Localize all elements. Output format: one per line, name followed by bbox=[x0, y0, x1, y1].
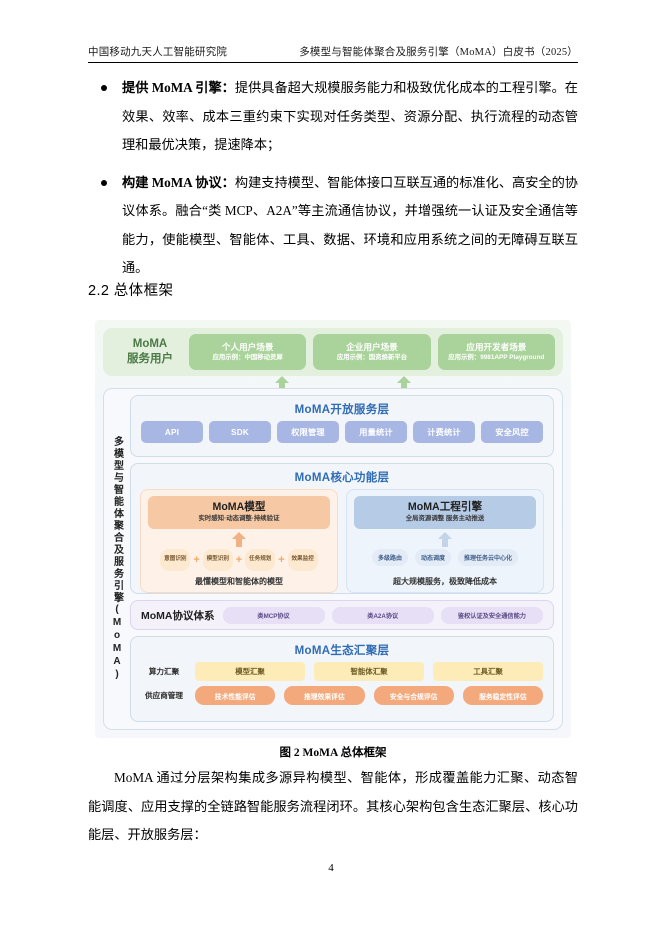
pill-decentralized-inference: 推理任务云中心化 bbox=[458, 549, 519, 566]
plus-icon: + bbox=[235, 553, 243, 566]
scene-example: 应用示例：中国移动灵犀 bbox=[212, 353, 283, 361]
eco-cell-service-stability-eval: 服务稳定性评估 bbox=[462, 686, 543, 705]
chip-mcp-protocol: 类MCP协议 bbox=[222, 606, 325, 624]
plus-icon: + bbox=[193, 553, 200, 566]
arrow-up-icon bbox=[437, 529, 453, 549]
scene-example: 应用示例：国资焕新平台 bbox=[336, 353, 408, 361]
body-content: 提供 MoMA 引擎：提供具备超大规模服务能力和极致优化成本的工程引擎。在效果、… bbox=[88, 74, 578, 292]
service-users-title-line1: MoMA bbox=[132, 338, 168, 350]
eco-row-label: 供应商管理 bbox=[145, 691, 183, 700]
core-function-layer: MoMA核心功能层 MoMA模型 实时感知·动态调整·持续验证 意图识 bbox=[130, 463, 554, 594]
header-rule bbox=[88, 62, 578, 63]
moma-vertical-label-text: 多模型与智能体聚合及服务引擎(MoMA) bbox=[111, 436, 123, 682]
open-service-layer-title: MoMA开放服务层 bbox=[294, 404, 390, 416]
section-heading: 2.2 总体框架 bbox=[88, 283, 174, 299]
eco-row-label: 算力汇聚 bbox=[148, 667, 180, 676]
header-left-text: 中国移动九天人工智能研究院 bbox=[88, 47, 228, 58]
chip-api: API bbox=[141, 421, 203, 443]
moma-vertical-label: 多模型与智能体聚合及服务引擎(MoMA) bbox=[104, 389, 130, 729]
list-item: 提供 MoMA 引擎：提供具备超大规模服务能力和极致优化成本的工程引擎。在效果、… bbox=[88, 74, 578, 160]
bullet-lead: 提供 MoMA 引擎： bbox=[122, 80, 235, 95]
bullet-list: 提供 MoMA 引擎：提供具备超大规模服务能力和极致优化成本的工程引擎。在效果、… bbox=[88, 74, 578, 283]
pill-intent-recognition: 意图识别 bbox=[160, 549, 191, 571]
eco-aggregation-layer: MoMA生态汇聚层 算力汇聚 模型汇聚 智能体汇聚 工具汇聚 供应商管理 技术性… bbox=[130, 636, 554, 722]
eco-cell-model-aggregation: 模型汇聚 bbox=[195, 662, 305, 681]
moma-model-title: MoMA模型 bbox=[212, 501, 266, 513]
header-right-text: 多模型与智能体聚合及服务引擎（MoMA）白皮书（2025） bbox=[299, 47, 578, 58]
bullet-text: 构建支持模型、智能体接口互联互通的标准化、高安全的协议体系。融合“类 MCP、A… bbox=[122, 174, 578, 276]
eco-cell-tool-aggregation: 工具汇聚 bbox=[433, 662, 543, 681]
eco-cell-agent-aggregation: 智能体汇聚 bbox=[314, 662, 424, 681]
scene-card-developer: 应用开发者场景 应用示例：9981APP Playground bbox=[437, 334, 555, 370]
eco-cell-security-compliance-eval: 安全与合规评估 bbox=[373, 686, 454, 705]
eco-row-capability: 算力汇聚 模型汇聚 智能体汇聚 工具汇聚 bbox=[131, 662, 553, 681]
chip-security-control: 安全风控 bbox=[481, 421, 543, 443]
pill-effect-monitoring: 效果监控 bbox=[287, 549, 318, 571]
core-cards-row: MoMA模型 实时感知·动态调整·持续验证 意图识别 + 模型识别 + bbox=[131, 489, 553, 593]
bullet-lead: 构建 MoMA 协议： bbox=[122, 174, 235, 190]
core-function-layer-title: MoMA核心功能层 bbox=[294, 472, 390, 484]
moma-engine-pill-row: 多级路由 动态调度 推理任务云中心化 bbox=[354, 549, 536, 566]
scene-name: 个人用户场景 bbox=[221, 341, 274, 352]
moma-model-footer: 最懂模型和智能体的模型 bbox=[195, 577, 283, 586]
moma-model-head: MoMA模型 实时感知·动态调整·持续验证 bbox=[148, 496, 330, 529]
chip-auth-security: 鉴权认证及安全通信能力 bbox=[440, 606, 544, 624]
service-users-band: MoMA 服务用户 个人用户场景 应用示例：中国移动灵犀 企业用户场景 应用示例… bbox=[103, 328, 563, 376]
open-service-layer: MoMA开放服务层 API SDK 权限管理 用量统计 计费统计 安全风控 bbox=[130, 395, 554, 457]
chip-permission: 权限管理 bbox=[277, 421, 339, 443]
moma-engine-head: MoMA工程引擎 全局资源调整 服务主动推送 bbox=[354, 496, 536, 529]
pill-multilevel-routing: 多级路由 bbox=[371, 549, 408, 566]
running-header: 中国移动九天人工智能研究院 多模型与智能体聚合及服务引擎（MoMA）白皮书（20… bbox=[88, 44, 578, 59]
eco-cells: 技术性能评估 推理效果评估 安全与合规评估 服务稳定性评估 bbox=[195, 686, 543, 705]
protocol-chip-row: 类MCP协议 类A2A协议 鉴权认证及安全通信能力 bbox=[222, 606, 544, 624]
moma-model-pill-row: 意图识别 + 模型识别 + 任务规划 + 效果监控 bbox=[148, 549, 330, 571]
eco-row-vendor: 供应商管理 技术性能评估 推理效果评估 安全与合规评估 服务稳定性评估 bbox=[131, 686, 553, 705]
body-paragraph: MoMA 通过分层架构集成多源异构模型、智能体，形成覆盖能力汇聚、动态智能调度、… bbox=[88, 770, 578, 842]
moma-engine-footer: 超大规模服务，极致降低成本 bbox=[393, 577, 497, 586]
scene-card-personal: 个人用户场景 应用示例：中国移动灵犀 bbox=[189, 334, 307, 370]
open-service-chip-row: API SDK 权限管理 用量统计 计费统计 安全风控 bbox=[131, 421, 553, 443]
scene-name: 应用开发者场景 bbox=[466, 341, 527, 352]
eco-cell-inference-effect-eval: 推理效果评估 bbox=[284, 686, 365, 705]
scene-name: 企业用户场景 bbox=[346, 341, 398, 352]
arrow-up-icon bbox=[395, 376, 413, 394]
eco-cell-tech-performance-eval: 技术性能评估 bbox=[195, 686, 276, 705]
pill-model-recognition: 模型识别 bbox=[202, 549, 233, 571]
pill-dynamic-scheduling: 动态调度 bbox=[414, 549, 451, 566]
arrow-up-icon bbox=[273, 376, 291, 394]
chip-usage-stats: 用量统计 bbox=[345, 421, 407, 443]
moma-engine-card: MoMA工程引擎 全局资源调整 服务主动推送 多级路由 动态调度 推理任务云中心… bbox=[346, 489, 544, 593]
eco-cells: 模型汇聚 智能体汇聚 工具汇聚 bbox=[195, 662, 543, 681]
chip-a2a-protocol: 类A2A协议 bbox=[331, 606, 434, 624]
architecture-diagram: MoMA 服务用户 个人用户场景 应用示例：中国移动灵犀 企业用户场景 应用示例… bbox=[95, 320, 571, 738]
list-item: 构建 MoMA 协议：构建支持模型、智能体接口互联互通的标准化、高安全的协议体系… bbox=[88, 169, 578, 283]
pill-task-planning: 任务规划 bbox=[245, 549, 276, 571]
arrow-up-icon bbox=[231, 529, 247, 549]
chip-sdk: SDK bbox=[209, 421, 271, 443]
service-users-title: MoMA 服务用户 bbox=[111, 337, 189, 367]
scene-row: 个人用户场景 应用示例：中国移动灵犀 企业用户场景 应用示例：国资焕新平台 应用… bbox=[189, 334, 555, 370]
scene-card-enterprise: 企业用户场景 应用示例：国资焕新平台 bbox=[313, 334, 431, 370]
moma-container: 多模型与智能体聚合及服务引擎(MoMA) MoMA开放服务层 API SDK 权… bbox=[103, 388, 563, 730]
page-number: 4 bbox=[328, 862, 334, 874]
protocol-layer: MoMA协议体系 类MCP协议 类A2A协议 鉴权认证及安全通信能力 bbox=[130, 600, 554, 630]
eco-aggregation-layer-title: MoMA生态汇聚层 bbox=[294, 645, 390, 657]
figure-caption: 图 2 MoMA 总体框架 bbox=[279, 747, 387, 759]
moma-engine-title: MoMA工程引擎 bbox=[407, 501, 483, 513]
service-users-title-line2: 服务用户 bbox=[127, 353, 173, 365]
plus-icon: + bbox=[278, 553, 285, 566]
moma-model-card: MoMA模型 实时感知·动态调整·持续验证 意图识别 + 模型识别 + bbox=[140, 489, 338, 593]
moma-engine-subtitle: 全局资源调整 服务主动推送 bbox=[405, 515, 485, 522]
moma-model-subtitle: 实时感知·动态调整·持续验证 bbox=[198, 515, 280, 522]
protocol-layer-title: MoMA协议体系 bbox=[141, 609, 215, 622]
bullet-text: 提供具备超大规模服务能力和极致优化成本的工程引擎。在效果、效率、成本三重约束下实… bbox=[122, 80, 578, 152]
scene-example: 应用示例：9981APP Playground bbox=[448, 353, 545, 361]
chip-billing-stats: 计费统计 bbox=[413, 421, 475, 443]
layer-stack: MoMA开放服务层 API SDK 权限管理 用量统计 计费统计 安全风控 Mo… bbox=[130, 389, 562, 729]
